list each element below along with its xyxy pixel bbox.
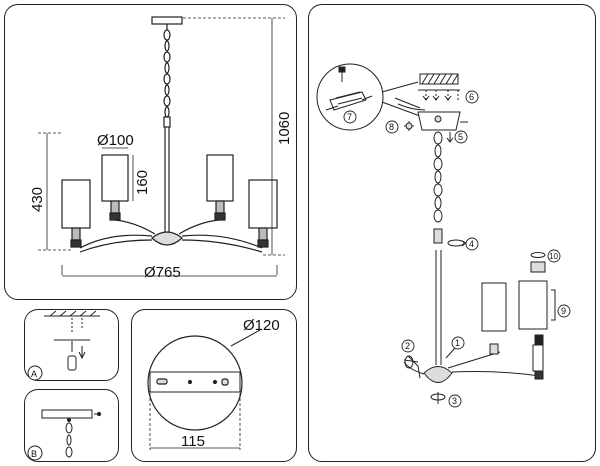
step-7-label: 7 xyxy=(347,112,352,122)
detail-b-label: B xyxy=(31,449,37,459)
label-shade-diameter: Ø100 xyxy=(97,132,134,149)
panel-overview xyxy=(4,4,297,300)
step-1-badge xyxy=(451,336,465,350)
detail-a-drawing xyxy=(44,310,100,371)
step-4-label: 4 xyxy=(469,239,474,249)
detail-b-drawing xyxy=(41,409,102,458)
step-6-label: 6 xyxy=(469,92,474,102)
stem-connector xyxy=(163,116,171,128)
arm-right-outer xyxy=(181,234,263,249)
shade-left-inner xyxy=(101,154,129,202)
detail-a-label: A xyxy=(31,369,37,379)
step-10-label: 10 xyxy=(549,252,558,261)
label-span: Ø765 xyxy=(144,264,181,281)
step-2-label: 2 xyxy=(405,341,410,351)
canopy-drawing xyxy=(147,329,261,450)
step-1-label: 1 xyxy=(455,338,460,348)
label-height-total: 1060 xyxy=(276,112,293,145)
step-9-badge xyxy=(557,304,571,318)
step-8-badge xyxy=(385,120,399,134)
step-9-label: 9 xyxy=(561,306,566,316)
label-canopy-diameter: Ø120 xyxy=(243,317,280,334)
step-5-badge xyxy=(454,130,468,144)
shade-right-inner xyxy=(206,154,234,202)
detail-b-badge xyxy=(27,445,43,461)
step-3-label: 3 xyxy=(452,396,457,406)
assembly-drawing xyxy=(316,63,556,404)
step-8-label: 8 xyxy=(389,122,394,132)
step-10-badge xyxy=(547,249,561,263)
step-7-badge xyxy=(343,110,357,124)
step-2-badge xyxy=(401,339,415,353)
center-body xyxy=(151,231,183,246)
step-4-badge xyxy=(465,237,479,251)
detail-a-badge xyxy=(27,365,43,381)
step-3-badge xyxy=(448,394,462,408)
label-height-arm: 430 xyxy=(29,187,46,212)
label-plate-width: 115 xyxy=(181,433,205,450)
step-6-badge xyxy=(465,90,479,104)
arm-left-outer xyxy=(79,234,153,249)
step-5-label: 5 xyxy=(458,132,463,142)
label-shade-height: 160 xyxy=(134,170,151,195)
shade-left-outer xyxy=(61,179,91,229)
